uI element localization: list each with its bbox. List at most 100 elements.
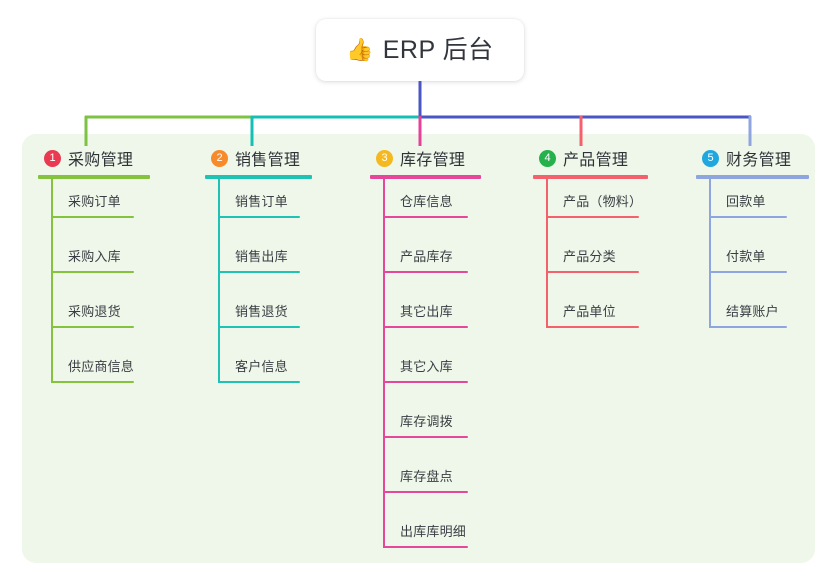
child-rule (218, 381, 300, 383)
child-label: 其它出库 (400, 304, 453, 319)
branch-badge-2: 2 (211, 149, 228, 167)
child-rule (383, 436, 468, 438)
child-label: 产品分类 (563, 249, 616, 264)
child-rule (383, 326, 468, 328)
child-rule (383, 381, 468, 383)
branch-rule-5 (696, 175, 809, 179)
child-label: 销售出库 (235, 249, 288, 264)
child-rule (218, 326, 300, 328)
child-rule (709, 326, 787, 328)
branch-badge-5: 5 (702, 149, 719, 167)
child-label: 客户信息 (235, 359, 288, 374)
child-node[interactable]: 产品单位 (533, 289, 693, 344)
child-label: 仓库信息 (400, 194, 453, 209)
child-rule (51, 381, 134, 383)
root-node[interactable]: 👍 ERP 后台 (316, 19, 524, 81)
branch-label-5: 财务管理 (726, 152, 792, 169)
child-node[interactable]: 仓库信息 (370, 179, 530, 234)
child-rule (709, 271, 787, 273)
branch-rule-4 (533, 175, 648, 179)
branch-children-4: 产品（物料） 产品分类产品单位 (533, 179, 693, 344)
child-label: 供应商信息 (68, 359, 135, 374)
child-node[interactable]: 销售出库 (205, 234, 355, 289)
branch-children-2: 销售订单销售出库销售退货客户信息 (205, 179, 355, 399)
child-rule (383, 271, 468, 273)
child-rule (546, 216, 639, 218)
thumbs-up-icon: 👍 (346, 37, 374, 62)
child-node[interactable]: 采购订单 (38, 179, 188, 234)
child-node[interactable]: 库存调拨 (370, 399, 530, 454)
branch-spine-2 (218, 179, 220, 383)
child-rule (546, 271, 639, 273)
branch-header-2[interactable]: 2 销售管理 (205, 146, 355, 170)
branch-children-5: 回款单付款单结算账户 (696, 179, 836, 344)
child-rule (218, 216, 300, 218)
branch-column-4[interactable]: 4 产品管理产品（物料） 产品分类产品单位 (533, 146, 693, 344)
child-label: 出库库明细 (400, 524, 467, 539)
root-title: ERP 后台 (382, 35, 494, 64)
child-rule (546, 326, 639, 328)
child-node[interactable]: 销售退货 (205, 289, 355, 344)
branch-spine-4 (546, 179, 548, 328)
child-label: 采购退货 (68, 304, 121, 319)
branch-spine-5 (709, 179, 711, 328)
child-label: 结算账户 (726, 304, 779, 319)
child-node[interactable]: 结算账户 (696, 289, 836, 344)
branch-label-1: 采购管理 (68, 152, 134, 169)
branch-header-4[interactable]: 4 产品管理 (533, 146, 693, 170)
branch-column-2[interactable]: 2 销售管理销售订单销售出库销售退货客户信息 (205, 146, 355, 399)
branch-header-5[interactable]: 5 财务管理 (696, 146, 836, 170)
branch-children-1: 采购订单采购入库采购退货供应商信息 (38, 179, 188, 399)
child-node[interactable]: 供应商信息 (38, 344, 188, 399)
child-label: 销售退货 (235, 304, 288, 319)
child-node[interactable]: 销售订单 (205, 179, 355, 234)
child-node[interactable]: 回款单 (696, 179, 836, 234)
child-rule (383, 546, 468, 548)
branch-badge-3: 3 (376, 149, 393, 167)
child-rule (51, 216, 134, 218)
child-label: 付款单 (726, 249, 766, 264)
child-node[interactable]: 客户信息 (205, 344, 355, 399)
child-rule (218, 271, 300, 273)
child-node[interactable]: 采购入库 (38, 234, 188, 289)
branch-spine-3 (383, 179, 385, 548)
branch-label-4: 产品管理 (563, 152, 629, 169)
child-node[interactable]: 产品分类 (533, 234, 693, 289)
branch-header-3[interactable]: 3 库存管理 (370, 146, 530, 170)
child-rule (709, 216, 787, 218)
child-node[interactable]: 采购退货 (38, 289, 188, 344)
branch-spine-1 (51, 179, 53, 383)
child-label: 其它入库 (400, 359, 453, 374)
child-label: 产品库存 (400, 249, 453, 264)
child-node[interactable]: 其它出库 (370, 289, 530, 344)
child-label: 产品（物料） (563, 194, 643, 209)
child-rule (383, 491, 468, 493)
child-node[interactable]: 出库库明细 (370, 509, 530, 564)
child-label: 采购入库 (68, 249, 121, 264)
branch-column-3[interactable]: 3 库存管理仓库信息产品库存其它出库其它入库库存调拨库存盘点出库库明细 (370, 146, 530, 564)
child-label: 采购订单 (68, 194, 121, 209)
branch-label-3: 库存管理 (400, 152, 466, 169)
child-node[interactable]: 库存盘点 (370, 454, 530, 509)
child-label: 库存盘点 (400, 469, 453, 484)
child-node[interactable]: 付款单 (696, 234, 836, 289)
branch-column-5[interactable]: 5 财务管理回款单付款单结算账户 (696, 146, 836, 344)
child-node[interactable]: 其它入库 (370, 344, 530, 399)
branch-label-2: 销售管理 (235, 152, 301, 169)
branch-rule-2 (205, 175, 312, 179)
child-label: 产品单位 (563, 304, 616, 319)
child-rule (51, 271, 134, 273)
branch-children-3: 仓库信息产品库存其它出库其它入库库存调拨库存盘点出库库明细 (370, 179, 530, 564)
child-label: 销售订单 (235, 194, 288, 209)
child-node[interactable]: 产品（物料） (533, 179, 693, 234)
child-rule (383, 216, 468, 218)
child-label: 回款单 (726, 194, 766, 209)
branch-badge-4: 4 (539, 149, 556, 167)
branch-rule-1 (38, 175, 150, 179)
child-rule (51, 326, 134, 328)
child-node[interactable]: 产品库存 (370, 234, 530, 289)
branch-rule-3 (370, 175, 481, 179)
